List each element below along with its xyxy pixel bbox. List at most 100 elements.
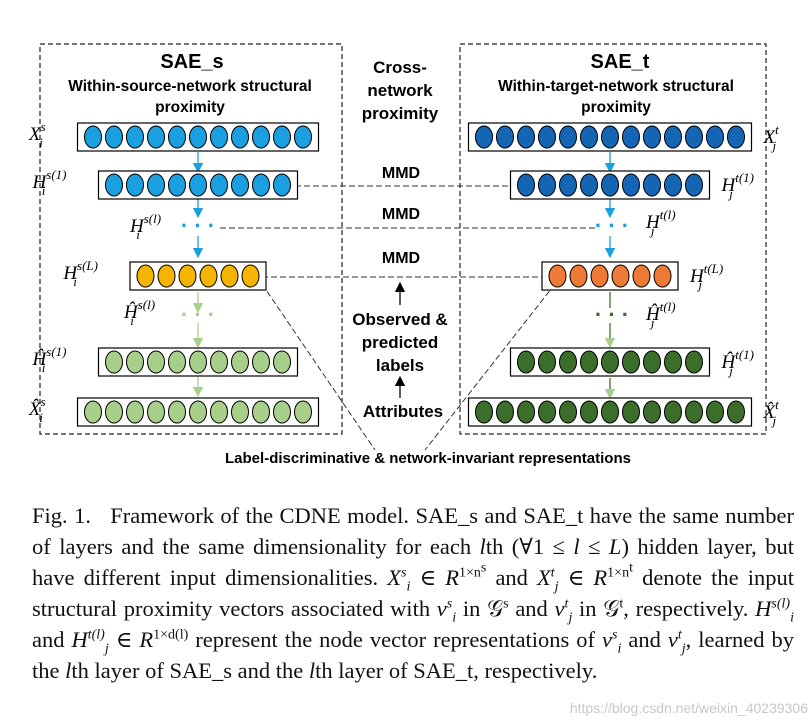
target-layer-4-node [601,350,619,374]
target-layer-2-node [664,173,682,197]
target-layer-5-node [475,400,493,424]
source-layer-1-node [273,125,291,149]
source-layer-5-node [126,400,144,424]
source-layer-3-node [220,264,239,288]
target-layer-5-node [643,400,661,424]
target-layer-1-node [475,125,493,149]
target-layer-1-node [727,125,745,149]
target-mid-down-label: Ĥt(l)j [645,299,676,330]
target-layer-1-node [601,125,619,149]
target-layer-3-node [569,264,588,288]
target-layer-5-node [517,400,535,424]
source-representation-link [261,283,376,451]
target-layer-1-node [664,125,682,149]
target-layer-1-node [685,125,703,149]
target-ellipsis-down: · · · [595,302,629,327]
caption-fig-number: Fig. 1. [32,503,91,528]
cross-proximity-line2: network [367,81,433,100]
cross-proximity-line3: proximity [362,104,439,123]
observed-label-line1: Observed & [352,310,447,329]
source-layer-1-node [210,125,228,149]
source-ellipsis-down: · · · [181,302,215,327]
source-layer-1-node [84,125,102,149]
bottom-representation-label: Label-discriminative & network-invariant… [225,450,631,467]
target-layer-5-node [727,400,745,424]
target-layer-3-node [548,264,567,288]
target-layer-5-node [496,400,514,424]
target-layer-4-label: Ĥt(1)j [721,347,755,378]
target-layer-1-node [622,125,640,149]
source-layer-5-node [189,400,207,424]
mmd-label-3: MMD [382,250,420,267]
source-layer-2-node [231,173,249,197]
source-layer-4-node [231,350,249,374]
target-layer-5-node [559,400,577,424]
source-layer-4-node [252,350,270,374]
target-layer-2-node [685,173,703,197]
source-layer-2-node [168,173,186,197]
target-layer-3-node [632,264,651,288]
target-layer-3-node [590,264,609,288]
target-layer-4-node [538,350,556,374]
target-subtitle-line2: proximity [581,99,651,116]
source-layer-1-node [189,125,207,149]
source-panel-frame [39,43,343,435]
target-layer-3-node [653,264,672,288]
source-layer-5-node [210,400,228,424]
target-layer-2-node [517,173,535,197]
source-layer-1-node [294,125,312,149]
target-layer-4-node [664,350,682,374]
source-title: SAE_s [160,51,223,73]
target-layer-1-node [517,125,535,149]
target-layer-5-node [706,400,724,424]
source-layer-5-node [273,400,291,424]
source-layer-5-node [231,400,249,424]
target-layer-1-node [496,125,514,149]
target-representation-link [424,283,556,451]
source-layer-1-node [147,125,165,149]
source-mid-up-label: Hs(l)i [129,211,161,242]
target-layer-2-node [538,173,556,197]
source-layer-1-node [252,125,270,149]
target-layer-1-node [559,125,577,149]
source-layer-3-node [136,264,155,288]
layer-vectors [76,122,753,427]
target-layer-4-node [517,350,535,374]
target-layer-5-node [622,400,640,424]
source-layer-4-node [189,350,207,374]
source-layer-2-node [273,173,291,197]
source-layer-5-node [168,400,186,424]
source-layer-4-node [126,350,144,374]
target-panel-frame [459,43,767,435]
target-layer-4-node [685,350,703,374]
source-subtitle-line1: Within-source-network structural [68,78,312,95]
source-layer-1-node [168,125,186,149]
target-layer-5-node [580,400,598,424]
target-layer-2-node [559,173,577,197]
source-layer-4-node [105,350,123,374]
source-layer-2-node [105,173,123,197]
attributes-label: Attributes [363,402,443,421]
source-layer-3-node [199,264,218,288]
figure-caption: Fig. 1. Framework of the CDNE model. SAE… [32,503,794,683]
target-layer-5-node [538,400,556,424]
source-layer-4-node [273,350,291,374]
source-layer-2-node [126,173,144,197]
source-layer-1-node [231,125,249,149]
source-layer-2-node [147,173,165,197]
target-ellipsis-up: · · · [595,213,629,238]
cross-proximity-line1: Cross- [373,58,427,77]
target-layer-5-node [664,400,682,424]
mmd-label-1: MMD [382,165,420,182]
target-layer-5-node [685,400,703,424]
target-layer-4-node [580,350,598,374]
observed-label-line2: predicted [362,333,439,352]
source-layer-4-node [210,350,228,374]
source-layer-2-node [210,173,228,197]
framework-diagram: SAE_s Within-source-network structural p… [28,43,779,467]
